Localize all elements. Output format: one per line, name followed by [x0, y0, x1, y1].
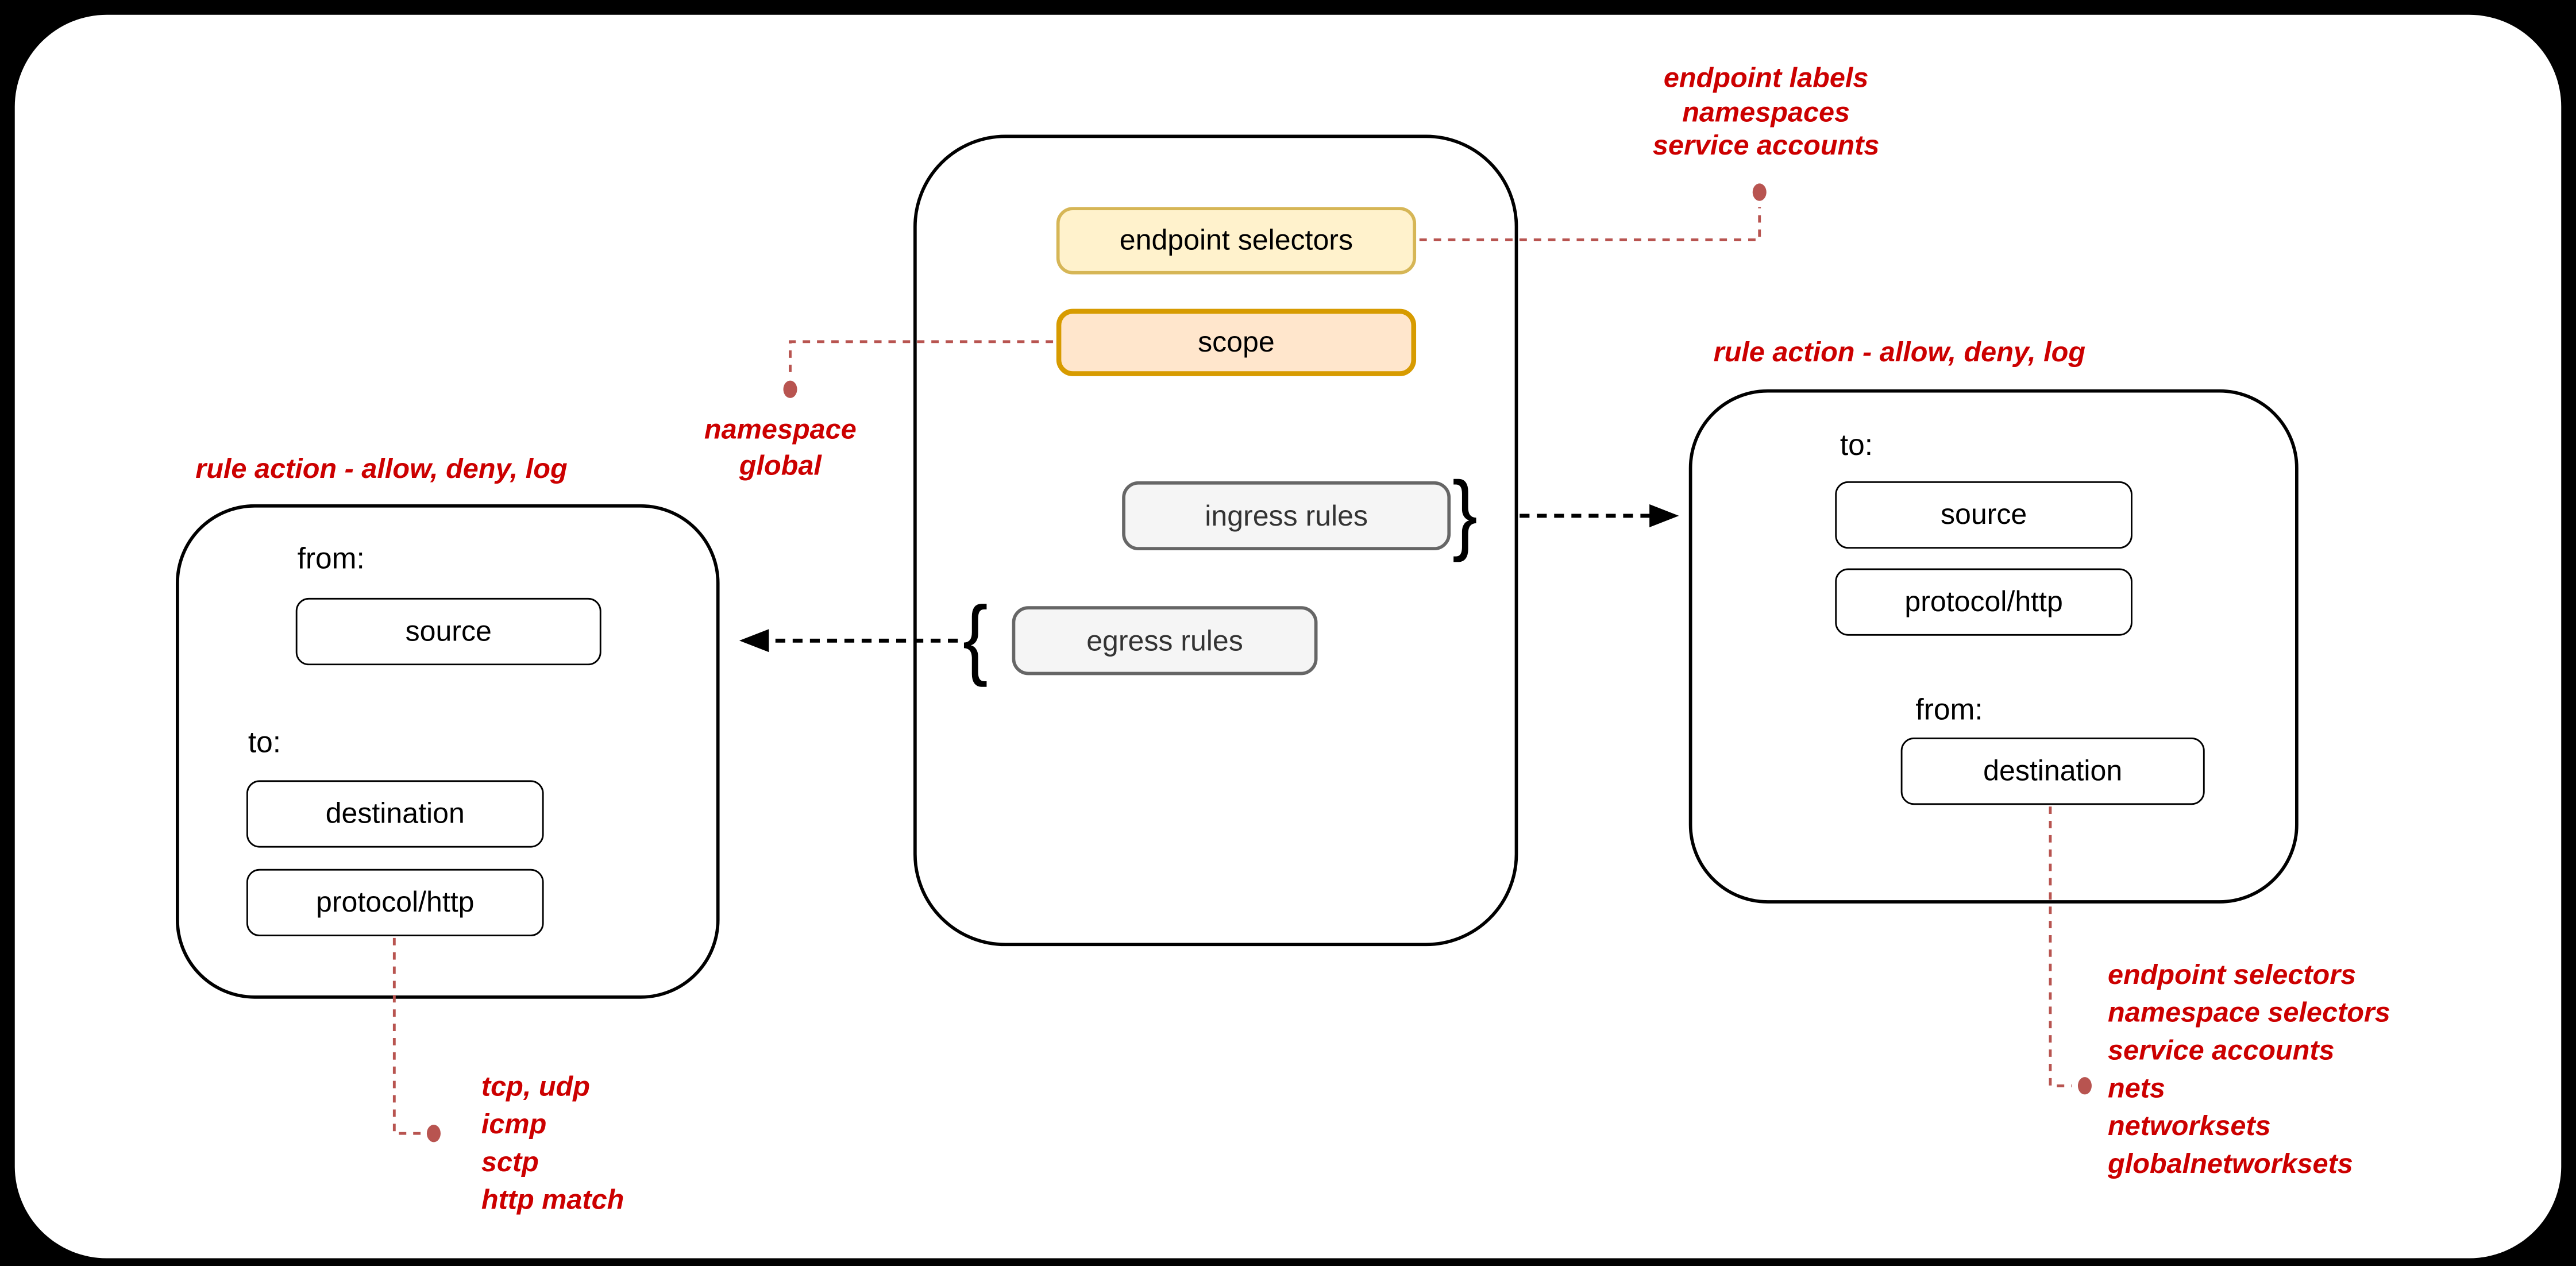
protocol-annotation-left: tcp, udp icmp sctp http match [481, 1068, 624, 1219]
left-protocol-label: protocol/http [316, 885, 475, 918]
annotation-line: endpoint selectors [2107, 959, 2357, 991]
ingress-brace: } [1452, 462, 1478, 563]
annotation-line: tcp, udp [481, 1071, 590, 1102]
annotation-line: sctp [481, 1147, 539, 1178]
annotation-line: endpoint labels [1663, 62, 1869, 94]
endpoint-selectors-label: endpoint selectors [1119, 223, 1353, 257]
annotation-line: namespace [704, 414, 857, 445]
scope-node: scope [1056, 308, 1417, 376]
left-source-node: source [295, 597, 601, 666]
ingress-rules-node: ingress rules [1122, 481, 1451, 550]
egress-brace: { [962, 586, 988, 688]
annotation-line: namespaces [1682, 96, 1850, 128]
scope-annotation: namespace global [673, 412, 887, 485]
annotation-line: namespace selectors [2107, 997, 2390, 1029]
annotation-line: networksets [2107, 1110, 2271, 1142]
annotation-line: global [739, 450, 822, 481]
right-source-node: source [1835, 481, 2132, 549]
annotation-line: nets [2107, 1072, 2165, 1104]
left-source-label: source [405, 614, 492, 647]
left-destination-label: destination [325, 796, 465, 830]
egress-rules-label: egress rules [1086, 623, 1243, 657]
destination-annotation-right: endpoint selectors namespace selectors s… [2108, 956, 2390, 1183]
ingress-rules-label: ingress rules [1205, 498, 1368, 532]
scope-label: scope [1198, 325, 1275, 358]
left-destination-node: destination [246, 780, 544, 848]
annotation-line: service accounts [1652, 129, 1880, 161]
right-destination-label: destination [1983, 754, 2123, 787]
endpoint-selectors-node: endpoint selectors [1056, 207, 1417, 275]
annotation-line: icmp [481, 1109, 547, 1140]
left-rule-action-note: rule action - allow, deny, log [195, 453, 568, 485]
annotation-line: http match [481, 1184, 624, 1216]
right-to-label: to: [1840, 429, 1873, 462]
ingress-rule-container [1688, 389, 2299, 904]
right-destination-node: destination [1900, 738, 2205, 805]
right-protocol-label: protocol/http [1904, 585, 2063, 618]
annotation-line: service accounts [2107, 1035, 2335, 1066]
right-source-label: source [1940, 497, 2027, 531]
left-from-label: from: [297, 542, 365, 575]
endpoint-selectors-annotation: endpoint labels namespaces service accou… [1626, 63, 1906, 164]
egress-rules-node: egress rules [1012, 606, 1318, 676]
annotation-line: globalnetworksets [2107, 1148, 2353, 1180]
right-rule-action-note: rule action - allow, deny, log [1713, 337, 2086, 368]
left-protocol-node: protocol/http [246, 869, 544, 937]
right-protocol-node: protocol/http [1835, 568, 2132, 636]
left-to-label: to: [248, 725, 281, 759]
right-from-label: from: [1915, 693, 1983, 726]
